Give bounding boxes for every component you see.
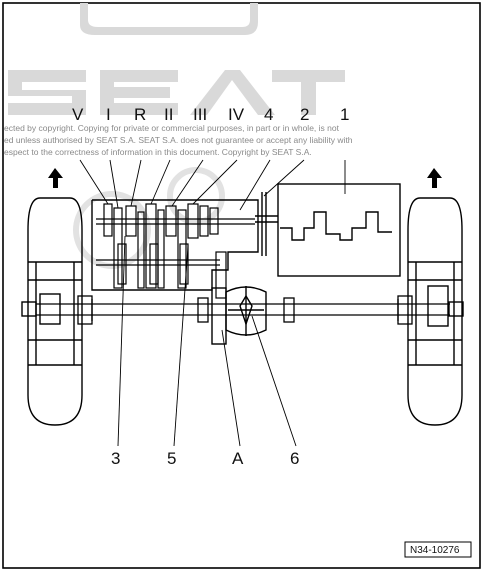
left-wheel xyxy=(21,197,83,426)
label-gear-iii: III xyxy=(193,105,207,124)
engine-block xyxy=(255,183,401,277)
label-gear-ii: II xyxy=(164,105,173,124)
watermark-notice-line-2: ed unless authorised by SEAT S.A. SEAT S… xyxy=(4,135,353,145)
label-gear-i: I xyxy=(106,105,111,124)
right-wheel xyxy=(407,197,464,426)
leader-lines xyxy=(79,159,346,447)
direction-arrow-left xyxy=(48,168,63,188)
label-gear-r: R xyxy=(134,105,146,124)
reference-box: N34-10276 xyxy=(404,541,472,558)
label-2: 2 xyxy=(300,105,309,124)
watermark-notice-line-1: ected by copyright. Copying for private … xyxy=(4,123,340,133)
label-1: 1 xyxy=(340,105,349,124)
watermark-notice-line-3: espect to the correctness of information… xyxy=(4,147,312,157)
diagram-frame xyxy=(2,2,481,569)
label-5: 5 xyxy=(167,449,176,468)
watermark-notice: ected by copyright. Copying for private … xyxy=(4,123,353,157)
watermark-logo xyxy=(8,3,345,115)
label-gear-v: V xyxy=(72,105,84,124)
label-a: A xyxy=(232,449,244,468)
direction-arrow-right xyxy=(427,168,442,188)
label-6: 6 xyxy=(290,449,299,468)
differential xyxy=(211,286,267,345)
label-3: 3 xyxy=(111,449,120,468)
label-4: 4 xyxy=(264,105,273,124)
top-labels: V I R II III IV 4 2 1 xyxy=(72,105,349,124)
gearbox-housing xyxy=(91,199,259,291)
label-gear-iv: IV xyxy=(228,105,245,124)
reference-number: N34-10276 xyxy=(410,545,460,556)
bottom-labels: 3 5 A 6 xyxy=(111,449,299,468)
gear-sets xyxy=(96,203,255,299)
